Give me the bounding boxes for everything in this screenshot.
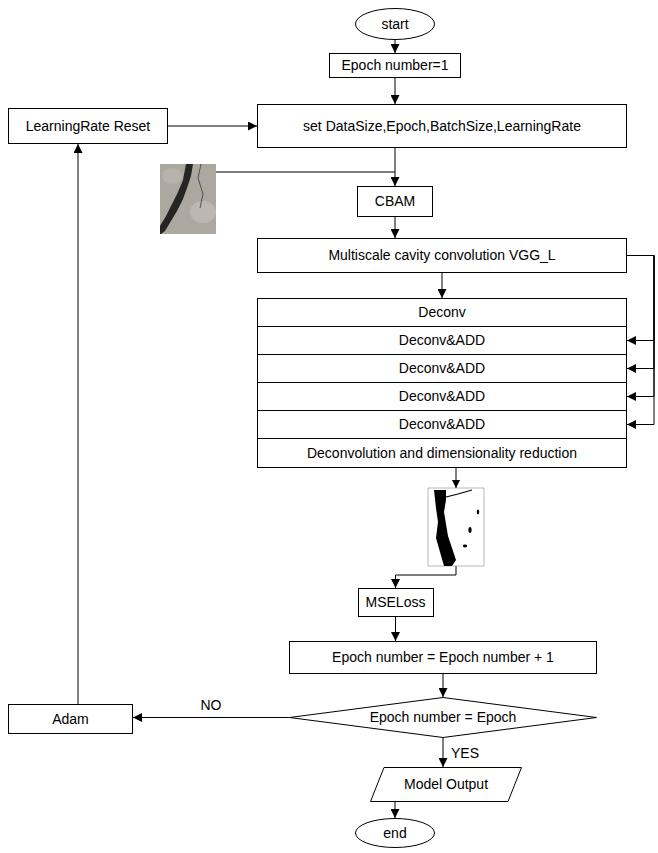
concrete-patch xyxy=(190,201,216,223)
edge-label: YES xyxy=(449,745,481,761)
node-label: Epoch number = Epoch number + 1 xyxy=(332,649,554,666)
node-label: end xyxy=(383,825,406,842)
layer-row: Deconv&ADD xyxy=(257,382,627,411)
flow-arrow xyxy=(395,617,396,641)
flow-arrow xyxy=(443,738,444,767)
node-label: Deconv&ADD xyxy=(399,332,485,349)
process-box: Adam xyxy=(8,704,133,734)
mask-speck xyxy=(477,510,479,515)
layer-row: Deconv xyxy=(257,298,627,327)
process-box: MSELoss xyxy=(358,588,434,617)
node-label: Deconv&ADD xyxy=(399,388,485,405)
process-box: Epoch number=1 xyxy=(329,53,461,78)
flow-arrow xyxy=(627,256,654,397)
flow-arrow xyxy=(395,40,396,53)
node-label: CBAM xyxy=(375,193,415,210)
process-box: CBAM xyxy=(357,186,433,217)
process-box: Multiscale cavity convolution VGG_L xyxy=(257,238,627,273)
process-box: LearningRate Reset xyxy=(8,108,168,144)
flow-arrow xyxy=(395,217,396,238)
oval-outline xyxy=(356,9,435,40)
node-label: Deconv&ADD xyxy=(399,416,485,433)
node-label: Deconv xyxy=(418,304,465,321)
node-label: MSELoss xyxy=(366,594,426,611)
node-label: Adam xyxy=(52,711,89,728)
decision-diamond: Epoch number = Epoch xyxy=(289,697,597,738)
node-label: Deconvolution and dimensionality reducti… xyxy=(307,445,577,462)
hairline-crack xyxy=(198,164,203,208)
node-label: start xyxy=(381,16,408,33)
node-label: Model Output xyxy=(404,776,488,793)
oval-outline xyxy=(356,819,435,848)
output-parallelogram: Model Output xyxy=(370,767,522,802)
process-box: set DataSize,Epoch,BatchSize,LearningRat… xyxy=(257,104,627,148)
mask-ground xyxy=(428,488,484,566)
flow-arrow xyxy=(395,78,396,104)
flow-arrow xyxy=(395,802,396,818)
input-feed-line xyxy=(216,172,395,173)
diamond-outline xyxy=(290,698,597,738)
flow-arrow xyxy=(168,126,257,127)
flow-arrow xyxy=(395,148,396,186)
parallelogram-outline xyxy=(371,768,522,802)
concrete-surface xyxy=(160,164,216,234)
mask-speck xyxy=(463,545,467,548)
node-label: Deconv&ADD xyxy=(399,360,485,377)
mask-crack xyxy=(434,490,456,566)
crack-shape xyxy=(160,164,193,234)
flow-arrow xyxy=(443,674,444,697)
node-label: Multiscale cavity convolution VGG_L xyxy=(328,247,555,264)
process-box: Epoch number = Epoch number + 1 xyxy=(289,641,597,674)
output-crack-mask xyxy=(428,480,484,566)
flow-arrow xyxy=(627,256,654,369)
layer-row: Deconv&ADD xyxy=(257,410,627,439)
edge-label: NO xyxy=(199,697,224,713)
flow-arrow xyxy=(133,717,289,718)
concrete-patch xyxy=(162,168,182,184)
terminal-oval: end xyxy=(355,818,435,848)
terminal-oval: start xyxy=(355,8,435,40)
node-label: set DataSize,Epoch,BatchSize,LearningRat… xyxy=(303,118,581,135)
flow-arrow xyxy=(627,256,654,425)
layer-row: Deconvolution and dimensionality reducti… xyxy=(257,438,627,468)
layer-row: Deconv&ADD xyxy=(257,354,627,383)
node-label: Epoch number=1 xyxy=(341,57,448,74)
flow-arrow xyxy=(442,273,443,298)
mask-arrowhead xyxy=(452,480,460,488)
mask-speck xyxy=(468,527,471,533)
mask-branch xyxy=(446,490,472,497)
node-label: Epoch number = Epoch xyxy=(370,709,517,726)
flow-arrow xyxy=(78,144,79,704)
node-label: LearningRate Reset xyxy=(26,118,151,135)
input-crack-photo xyxy=(160,164,216,234)
flow-arrow xyxy=(627,256,654,341)
layer-row: Deconv&ADD xyxy=(257,326,627,355)
